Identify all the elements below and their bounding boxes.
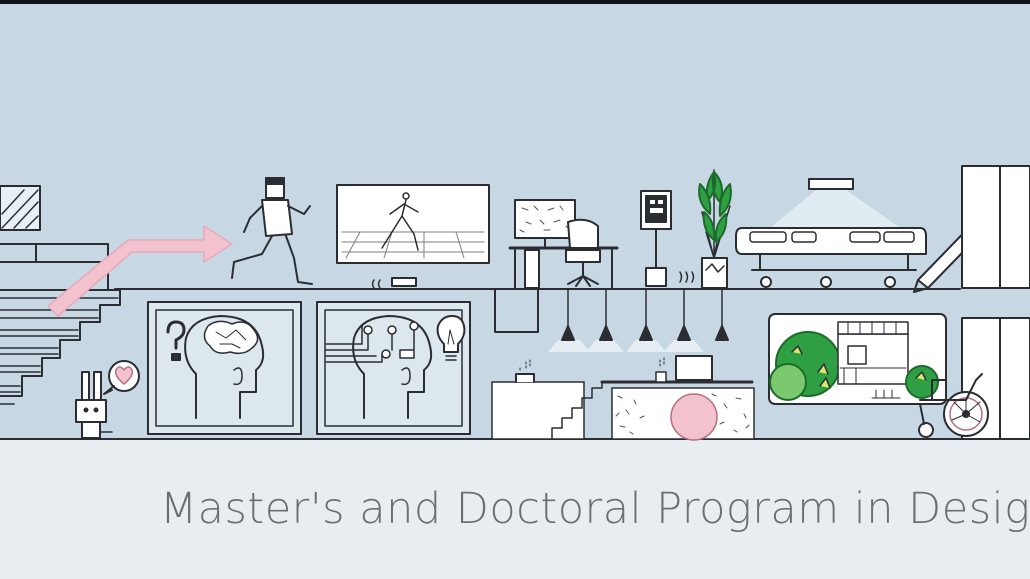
pink-arrow-icon — [47, 225, 233, 317]
window-icon — [0, 185, 41, 231]
architecture-model-icon — [768, 313, 947, 405]
heart-bubble-icon — [103, 360, 140, 395]
pendant-lamps-icon — [548, 288, 729, 352]
motion-capture-screen-icon — [336, 184, 490, 289]
workstation-desk-icon — [508, 199, 619, 289]
wheelchair-icon — [918, 373, 989, 438]
telepresence-robot-icon — [640, 190, 695, 287]
brain-head-icon — [147, 301, 302, 435]
desk-shaft — [494, 288, 539, 333]
potted-plant-icon — [698, 169, 732, 289]
pink-ball-icon — [670, 393, 718, 441]
lower-room — [491, 357, 754, 440]
laptop-icon — [655, 355, 722, 384]
running-person-icon — [231, 177, 313, 285]
question-mark-icon — [166, 320, 186, 361]
top-bar — [0, 0, 1030, 4]
page-title: Master's and Doctoral Program in Design — [160, 484, 1030, 534]
lightbulb-icon — [436, 315, 466, 361]
office-chair-icon — [565, 218, 601, 287]
robot-bunny-icon — [75, 371, 113, 439]
hospital-bed-icon — [735, 178, 927, 288]
ground-area — [0, 440, 1030, 579]
